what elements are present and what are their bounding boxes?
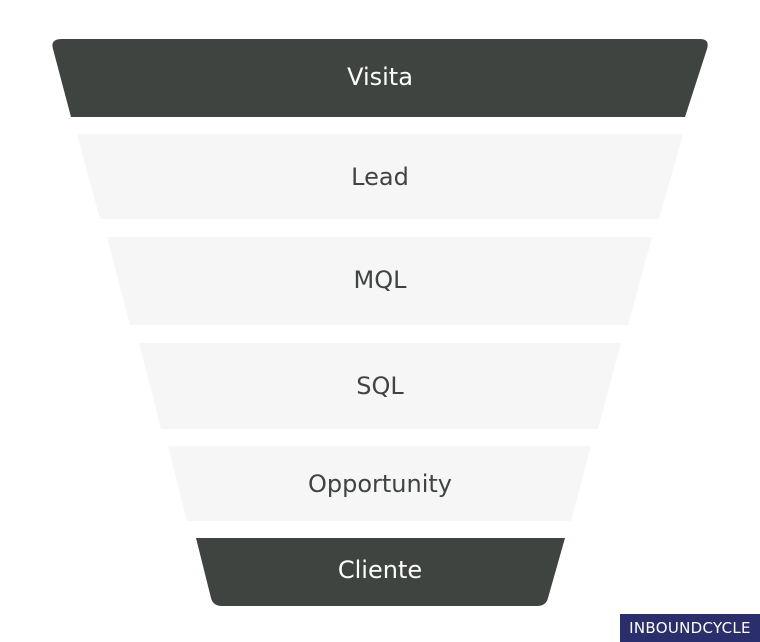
funnel-stage-opportunity-shape [168,446,591,521]
funnel-stage-mql-shape [107,237,652,325]
funnel-stage-opportunity-label: Opportunity [308,470,452,498]
funnel-stage-cliente-label: Cliente [338,556,422,584]
inboundcycle-logo-text: INBOUNDCYCLE [629,619,751,637]
funnel-stage-sql: SQL [139,343,621,429]
funnel-stage-lead-shape [77,134,683,219]
funnel-stage-visita-label: Visita [347,63,413,91]
funnel-stage-lead: Lead [77,134,683,219]
funnel-stage-mql-label: MQL [354,266,408,294]
funnel-stage-cliente-shape [196,538,565,606]
inboundcycle-logo: INBOUNDCYCLE [620,614,760,642]
funnel-stage-opportunity: Opportunity [168,446,591,521]
funnel-stage-visita: Visita [52,39,708,117]
funnel-stage-lead-label: Lead [351,163,409,191]
funnel-stage-visita-shape [52,39,708,117]
funnel-stage-sql-shape [139,343,621,429]
funnel-stage-cliente: Cliente [196,538,565,606]
funnel-stage-sql-label: SQL [356,372,404,400]
funnel-stage-mql: MQL [107,237,652,325]
